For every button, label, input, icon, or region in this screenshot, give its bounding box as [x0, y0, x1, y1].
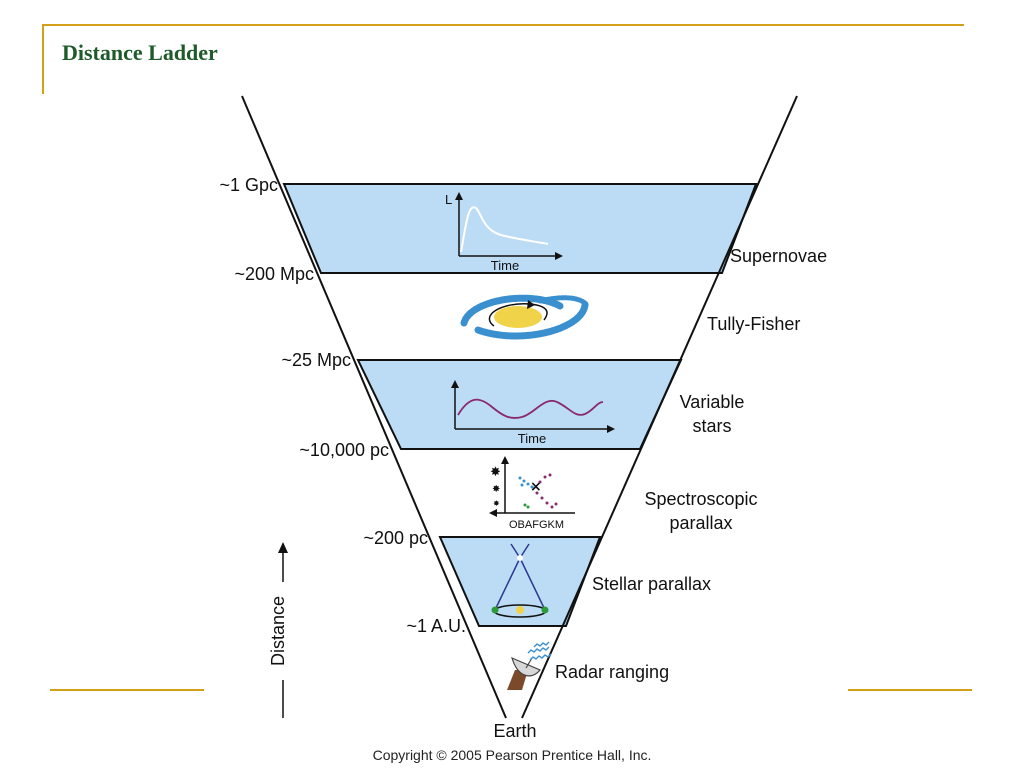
luminosity-axis-label: L — [445, 192, 452, 207]
method-variable-line2: stars — [692, 416, 731, 436]
variable-time-label: Time — [518, 431, 546, 446]
side-accent-line — [42, 24, 44, 94]
svg-text:✸: ✸ — [492, 484, 500, 495]
funnel-right-edge — [521, 95, 798, 719]
spectral-type-axis-label: OBAFGKM — [509, 519, 564, 531]
radar-dish-icon — [507, 641, 552, 690]
light-curve-icon: L Time — [445, 192, 563, 273]
copyright-notice: Copyright © 2005 Pearson Prentice Hall, … — [372, 747, 652, 763]
distance-axis-arrow: Distance — [268, 542, 294, 718]
distance-mark-1au: ~1 A.U. — [406, 616, 466, 636]
supernovae-band — [282, 183, 758, 274]
distance-mark-200pc: ~200 pc — [363, 528, 428, 548]
light-curve-time-label: Time — [491, 258, 519, 273]
method-supernovae: Supernovae — [730, 246, 827, 266]
top-accent-line — [42, 24, 964, 26]
distance-mark-earth: Earth — [493, 721, 536, 741]
svg-text:✸: ✸ — [490, 465, 501, 480]
distance-mark-10000pc: ~10,000 pc — [299, 440, 389, 460]
variable-curve-icon: Time — [451, 380, 615, 446]
method-variable-line1: Variable — [680, 392, 745, 412]
spiral-galaxy-icon — [460, 294, 589, 340]
slide-title: Distance Ladder — [62, 40, 218, 65]
distance-axis-label: Distance — [268, 596, 288, 666]
bottom-right-accent-line — [848, 689, 972, 691]
svg-text:✸: ✸ — [493, 499, 500, 508]
parallax-geometry-icon — [491, 543, 549, 618]
distance-mark-200mpc: ~200 Mpc — [234, 264, 314, 284]
bottom-left-accent-line — [50, 689, 204, 691]
distance-mark-1gpc: ~1 Gpc — [219, 175, 278, 195]
svg-text:×: × — [530, 479, 542, 495]
method-spectroscopic-line2: parallax — [669, 513, 732, 533]
method-spectroscopic-line1: Spectroscopic — [644, 489, 757, 509]
method-radar-ranging: Radar ranging — [555, 662, 669, 682]
method-stellar-parallax: Stellar parallax — [592, 574, 711, 594]
hr-diagram-icon: ✸ ✸ ✸ × OBAFGKM — [489, 456, 575, 531]
funnel-left-edge — [241, 95, 507, 719]
method-tully-fisher: Tully-Fisher — [707, 314, 800, 334]
distance-mark-25mpc: ~25 Mpc — [281, 350, 351, 370]
